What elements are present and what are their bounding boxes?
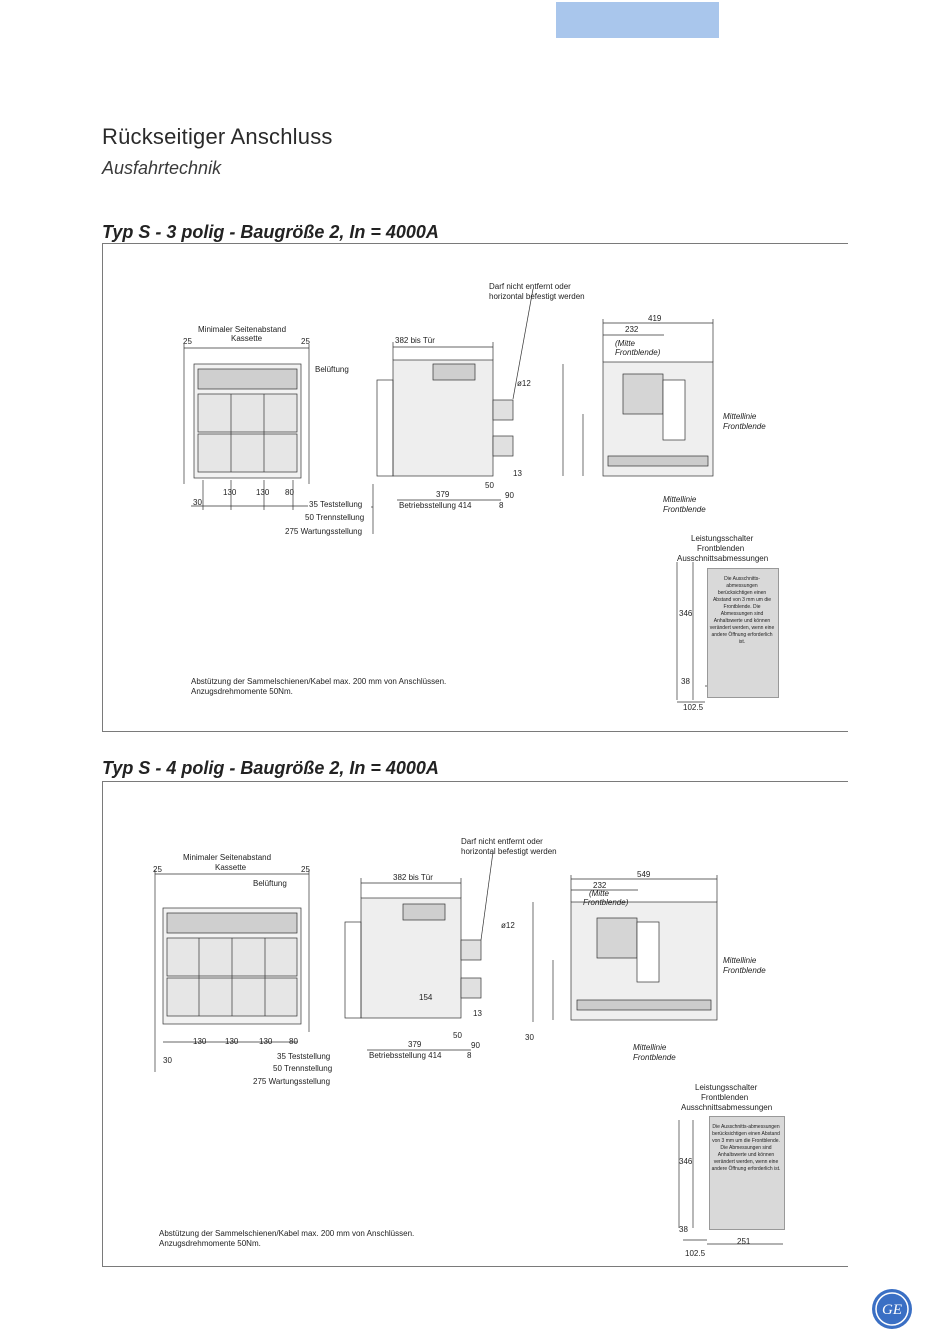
section-title-4-pole: Typ S - 4 polig - Baugröße 2, In = 4000A xyxy=(102,758,439,778)
dim-50: 50 xyxy=(485,481,494,490)
label-centerline-right-2: Frontblende xyxy=(723,422,766,431)
label-warning-1-4: Darf nicht entfernt oder xyxy=(461,837,543,846)
page-subtitle: Ausfahrtechnik xyxy=(102,158,222,178)
label-warning-2: horizontal befestigt werden xyxy=(489,292,585,301)
label-middle-front-2: Frontblende) xyxy=(615,348,661,357)
label-ventilation-4: Belüftung xyxy=(253,879,287,888)
dim-30-4: 30 xyxy=(163,1056,172,1065)
label-operation-position-4: Betriebsstellung 414 xyxy=(369,1051,442,1060)
label-middle-front-2-4: Frontblende) xyxy=(583,898,629,907)
cutout-box-3-pole xyxy=(707,568,779,698)
label-test-position-4: 35 Teststellung xyxy=(277,1052,330,1061)
dim-30: 30 xyxy=(193,498,202,507)
label-min-side: Minimaler Seitenabstand xyxy=(198,325,286,334)
dim-549-4: 549 xyxy=(637,870,651,879)
dim-130-b: 130 xyxy=(256,488,270,497)
dim-13: 13 xyxy=(513,469,522,478)
label-warning-2-4: horizontal befestigt werden xyxy=(461,847,557,856)
label-cb-3-4: Ausschnittsabmessungen xyxy=(681,1103,772,1112)
dim-25-right: 25 xyxy=(301,337,310,346)
dim-379: 379 xyxy=(436,490,450,499)
label-to-door-4: 382 bis Tür xyxy=(393,873,433,882)
cutout-note-4-pole: Die Ausschnitts-abmessungen berücksichti… xyxy=(711,1124,781,1172)
note-support-4-pole: Abstützung der Sammelschienen/Kabel max.… xyxy=(159,1229,415,1238)
technical-drawing-3-pole: Minimaler Seitenabstand Kassette Belüftu… xyxy=(183,282,779,712)
label-isolate-position: 50 Trennstellung xyxy=(305,513,364,522)
dim-d12-4: ø12 xyxy=(501,921,515,930)
note-support-3-pole: Abstützung der Sammelschienen/Kabel max.… xyxy=(191,677,447,686)
label-cb-2-4: Frontblenden xyxy=(701,1093,748,1102)
ge-logo-text: GE xyxy=(882,1302,902,1318)
dim-50-4: 50 xyxy=(453,1031,462,1040)
dim-251-4: 251 xyxy=(737,1237,751,1246)
label-middle-front-1-4: (Mitte xyxy=(589,889,610,898)
dim-232: 232 xyxy=(625,325,639,334)
dim-130-a: 130 xyxy=(223,488,237,497)
dim-30-b-4: 30 xyxy=(525,1033,534,1042)
dim-419: 419 xyxy=(648,314,662,323)
label-min-side-4: Minimaler Seitenabstand xyxy=(183,853,271,862)
label-cassette: Kassette xyxy=(231,334,263,343)
cutout-box-4-pole xyxy=(709,1116,785,1230)
dim-130-a-4: 130 xyxy=(193,1037,207,1046)
dim-25-left-4: 25 xyxy=(153,865,162,874)
label-centerline-bottom-2: Frontblende xyxy=(663,505,706,514)
label-cb-2: Frontblenden xyxy=(697,544,744,553)
ge-logo-icon: GE xyxy=(872,1289,912,1329)
dim-80: 80 xyxy=(285,488,294,497)
label-centerline-right-1: Mittellinie xyxy=(723,412,757,421)
label-centerline-bottom-1-4: Mittellinie xyxy=(633,1043,667,1052)
dim-8: 8 xyxy=(499,501,504,510)
dim-8-4: 8 xyxy=(467,1051,472,1060)
drawing-panel-4-pole: Minimaler Seitenabstand Kassette Belüftu… xyxy=(102,781,848,1267)
label-operation-position: Betriebsstellung 414 xyxy=(399,501,472,510)
drawing-panel-3-pole: Minimaler Seitenabstand Kassette Belüftu… xyxy=(102,243,848,732)
dim-80-4: 80 xyxy=(289,1037,298,1046)
label-warning-1: Darf nicht entfernt oder xyxy=(489,282,571,291)
dim-102-5-4: 102.5 xyxy=(685,1249,706,1258)
dim-d12: ø12 xyxy=(517,379,531,388)
note-torque-4-pole: Anzugsdrehmomente 50Nm. xyxy=(159,1239,261,1248)
dim-154-4: 154 xyxy=(419,993,433,1002)
label-service-position-4: 275 Wartungsstellung xyxy=(253,1077,330,1086)
label-ventilation: Belüftung xyxy=(315,365,349,374)
dim-25-right-4: 25 xyxy=(301,865,310,874)
note-torque-3-pole: Anzugsdrehmomente 50Nm. xyxy=(191,687,293,696)
dim-102-5: 102.5 xyxy=(683,703,704,712)
dim-346-4: 346 xyxy=(679,1157,693,1166)
label-isolate-position-4: 50 Trennstellung xyxy=(273,1064,332,1073)
label-middle-front-1: (Mitte xyxy=(615,339,636,348)
label-cb-1-4: Leistungsschalter xyxy=(695,1083,758,1092)
technical-drawing-4-pole: Minimaler Seitenabstand Kassette Belüftu… xyxy=(153,837,783,1258)
dim-130-b-4: 130 xyxy=(225,1037,239,1046)
dim-13-4: 13 xyxy=(473,1009,482,1018)
label-centerline-bottom-2-4: Frontblende xyxy=(633,1053,676,1062)
dim-38-4: 38 xyxy=(679,1225,688,1234)
label-centerline-bottom-1: Mittellinie xyxy=(663,495,697,504)
dim-130-c-4: 130 xyxy=(259,1037,273,1046)
label-cassette-4: Kassette xyxy=(215,863,247,872)
dim-346: 346 xyxy=(679,609,693,618)
dim-379-4: 379 xyxy=(408,1040,422,1049)
dim-232-4: 232 xyxy=(593,881,607,890)
dim-90: 90 xyxy=(505,491,514,500)
section-title-3-pole: Typ S - 3 polig - Baugröße 2, In = 4000A xyxy=(102,222,439,242)
page-title: Rückseitiger Anschluss xyxy=(102,124,333,149)
header-color-bar xyxy=(556,2,719,38)
dim-25-left: 25 xyxy=(183,337,192,346)
dim-90-4: 90 xyxy=(471,1041,480,1050)
label-cb-1: Leistungsschalter xyxy=(691,534,754,543)
label-to-door: 382 bis Tür xyxy=(395,336,435,345)
label-centerline-right-2-4: Frontblende xyxy=(723,966,766,975)
label-cb-3: Ausschnittsabmessungen xyxy=(677,554,768,563)
label-test-position: 35 Teststellung xyxy=(309,500,362,509)
cutout-note-3-pole: Die Ausschnitts-abmessungen berücksichti… xyxy=(709,576,775,645)
label-centerline-right-1-4: Mittellinie xyxy=(723,956,757,965)
dim-38: 38 xyxy=(681,677,690,686)
label-service-position: 275 Wartungsstellung xyxy=(285,527,362,536)
